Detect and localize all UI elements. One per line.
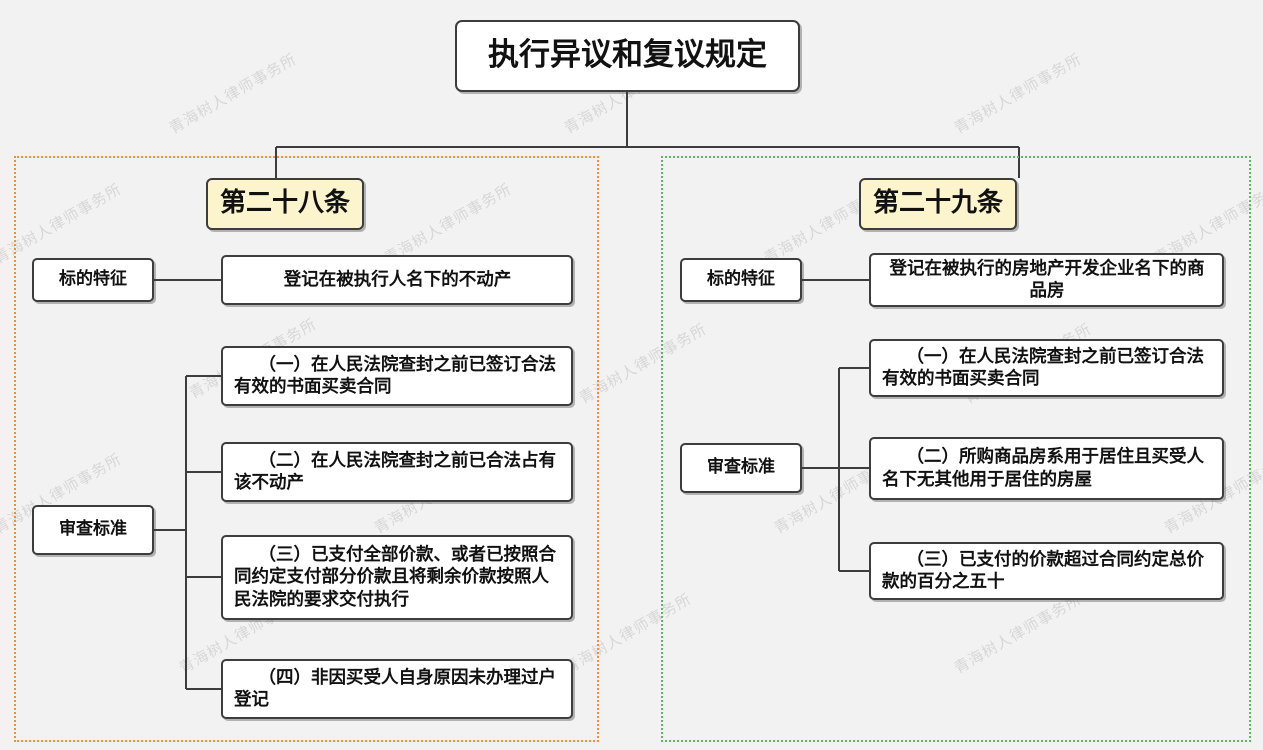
- category-label-subject-features-left[interactable]: 标的特征: [32, 258, 154, 302]
- watermark: 青海树人律师事务所: [166, 49, 300, 138]
- item-text: （二）在人民法院查封之前已合法占有该不动产: [234, 450, 556, 493]
- category-label-review-criteria-right[interactable]: 审查标准: [680, 443, 802, 493]
- item-left-subject-feature[interactable]: 登记在被执行人名下的不动产: [221, 255, 573, 305]
- item-left-criteria-3[interactable]: （三）已支付全部价款、或者已按照合同约定支付部分价款且将剩余价款按照人民法院的要…: [221, 535, 573, 620]
- category-label-subject-features-right[interactable]: 标的特征: [680, 258, 802, 302]
- category-label-review-criteria-left[interactable]: 审查标准: [32, 505, 154, 555]
- item-right-criteria-2[interactable]: （二）所购商品房系用于居住且买受人名下无其他用于居住的房屋: [869, 437, 1224, 500]
- item-text: 登记在被执行的房地产开发企业名下的商品房: [889, 258, 1205, 301]
- group-frame-article-29: [661, 156, 1251, 742]
- item-text: （一）在人民法院查封之前已签订合法有效的书面买卖合同: [882, 346, 1204, 389]
- group-frame-article-28: [14, 156, 599, 742]
- item-text: （二）所购商品房系用于居住且买受人名下无其他用于居住的房屋: [882, 447, 1204, 490]
- item-right-criteria-3[interactable]: （三）已支付的价款超过合同约定总价款的百分之五十: [869, 542, 1224, 600]
- item-right-criteria-1[interactable]: （一）在人民法院查封之前已签订合法有效的书面买卖合同: [869, 339, 1224, 397]
- item-left-criteria-4[interactable]: （四）非因买受人自身原因未办理过户登记: [221, 659, 573, 719]
- section-header-article-29[interactable]: 第二十九条: [859, 178, 1017, 230]
- item-text: （四）非因买受人自身原因未办理过户登记: [234, 667, 556, 710]
- item-text: （三）已支付的价款超过合同约定总价款的百分之五十: [882, 549, 1204, 592]
- watermark: 青海树人律师事务所: [951, 49, 1085, 138]
- item-text: （一）在人民法院查封之前已签订合法有效的书面买卖合同: [234, 354, 556, 397]
- page-title[interactable]: 执行异议和复议规定: [455, 20, 800, 92]
- item-left-criteria-2[interactable]: （二）在人民法院查封之前已合法占有该不动产: [221, 442, 573, 502]
- item-right-subject-feature[interactable]: 登记在被执行的房地产开发企业名下的商品房: [869, 253, 1224, 307]
- item-text: （三）已支付全部价款、或者已按照合同约定支付部分价款且将剩余价款按照人民法院的要…: [234, 544, 556, 610]
- section-header-article-28[interactable]: 第二十八条: [206, 178, 364, 230]
- item-left-criteria-1[interactable]: （一）在人民法院查封之前已签订合法有效的书面买卖合同: [221, 346, 573, 406]
- item-text: 登记在被执行人名下的不动产: [283, 269, 512, 290]
